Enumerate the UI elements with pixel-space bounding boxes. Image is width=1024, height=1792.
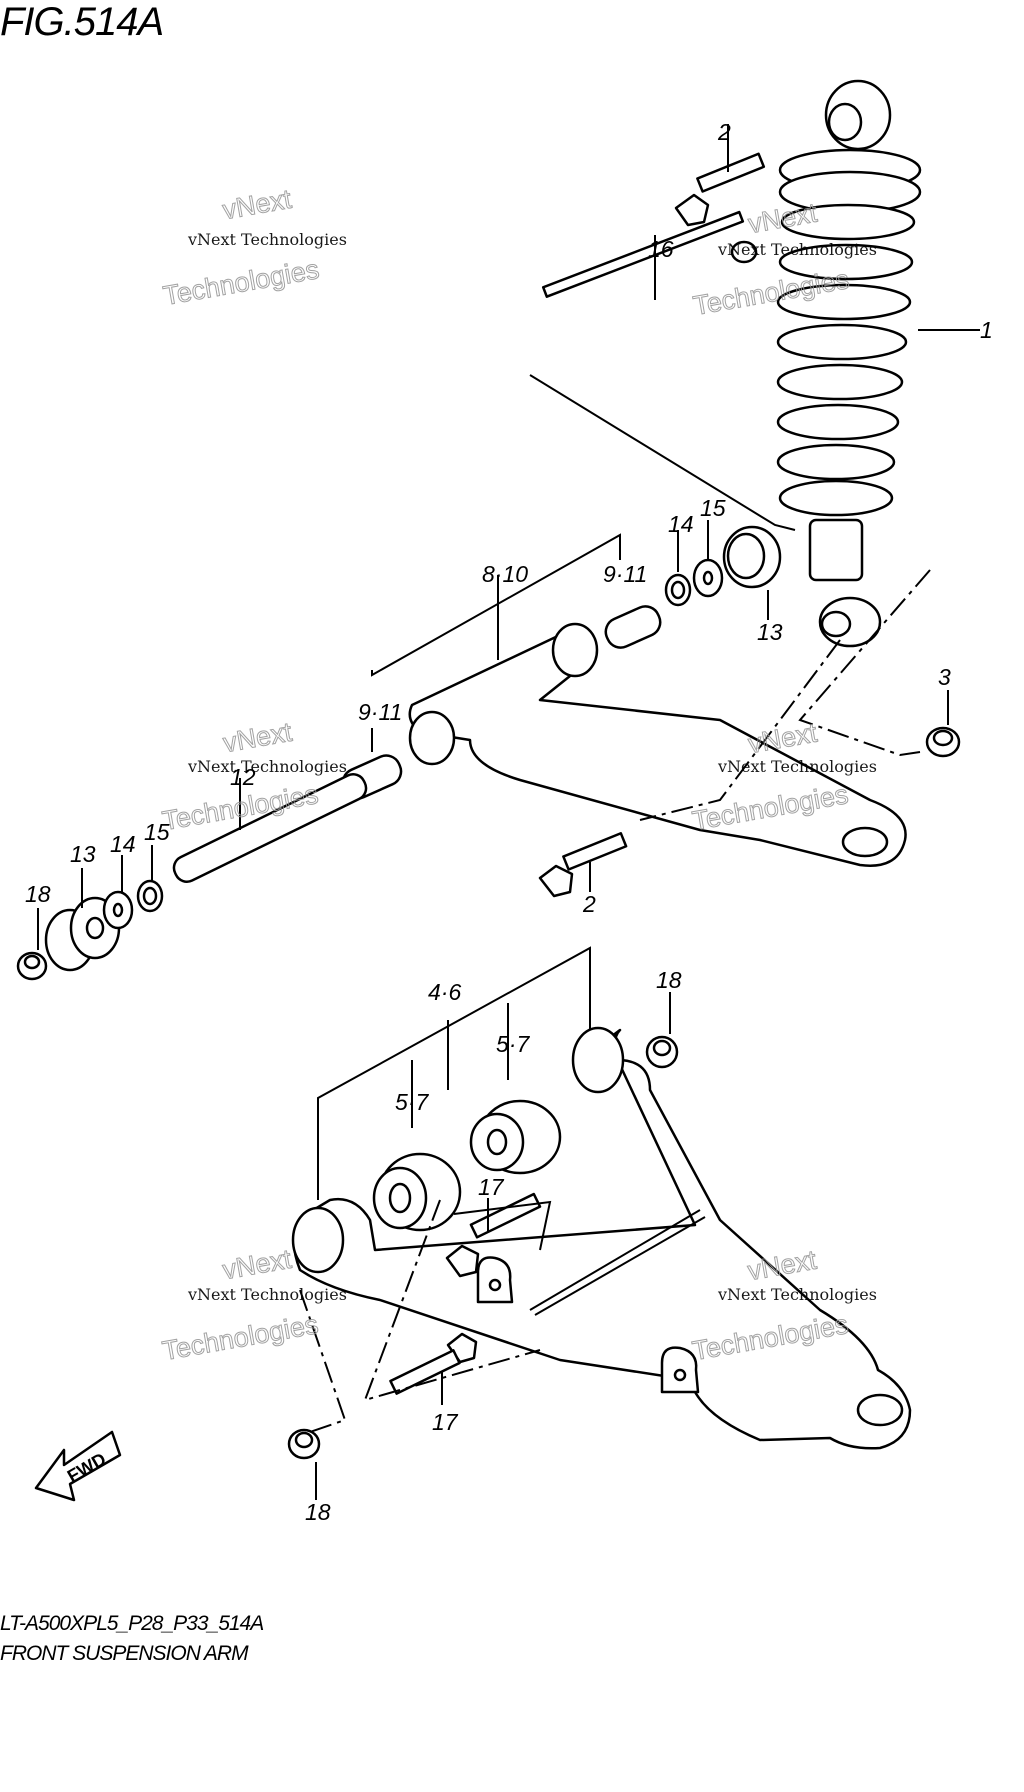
shock-absorber[interactable] bbox=[776, 79, 922, 648]
svg-text:vNext Technologies: vNext Technologies bbox=[187, 230, 347, 249]
callout-1: 1 bbox=[980, 317, 993, 343]
svg-text:vNext: vNext bbox=[745, 1245, 819, 1287]
upper-suspension-arm[interactable] bbox=[408, 622, 907, 867]
washer-part-14-left[interactable] bbox=[102, 890, 134, 930]
bushing-part-5-left[interactable] bbox=[372, 1152, 462, 1232]
lower-suspension-arm[interactable] bbox=[291, 1026, 912, 1450]
figure-title: FIG.514A bbox=[0, 0, 164, 44]
callout-9-11-right: 9·11 bbox=[603, 561, 647, 587]
nut-part-3[interactable] bbox=[925, 726, 961, 758]
callout-5-7-right: 5·7 bbox=[496, 1031, 530, 1057]
svg-text:vNext Technologies: vNext Technologies bbox=[717, 240, 877, 259]
svg-text:vNext Technologies: vNext Technologies bbox=[717, 757, 877, 776]
nut-part-18-lower[interactable] bbox=[287, 1428, 321, 1460]
mount-tab-right bbox=[660, 1346, 700, 1394]
svg-text:vNext: vNext bbox=[220, 1244, 294, 1286]
svg-text:vNext: vNext bbox=[746, 718, 820, 760]
mount-tab-left bbox=[476, 1256, 514, 1304]
callout-18-upper-left: 18 bbox=[25, 881, 51, 907]
shaft-part-12[interactable] bbox=[170, 770, 370, 885]
nut-part-18-left[interactable] bbox=[16, 951, 48, 981]
callout-18-right: 18 bbox=[656, 967, 682, 993]
washer-part-14-right[interactable] bbox=[692, 558, 724, 598]
callout-17-lower: 17 bbox=[432, 1409, 459, 1435]
callout-2-bottom: 2 bbox=[582, 891, 596, 917]
bolt-part-16[interactable] bbox=[541, 210, 758, 298]
callout-9-11-left: 9·11 bbox=[358, 699, 402, 725]
callout-13-right: 13 bbox=[757, 619, 783, 645]
callout-13-left: 13 bbox=[70, 841, 96, 867]
figure-description: FRONT SUSPENSION ARM bbox=[0, 1642, 249, 1665]
callout-5-7-left: 5·7 bbox=[395, 1089, 429, 1115]
collar-part-15-right[interactable] bbox=[664, 573, 692, 607]
bushing-part-5-right[interactable] bbox=[469, 1099, 562, 1175]
callout-14-right: 15 bbox=[700, 495, 726, 521]
callout-4-6: 4·6 bbox=[428, 979, 461, 1005]
bushing-part-13-right[interactable] bbox=[722, 525, 782, 589]
callout-16: 16 bbox=[648, 236, 674, 262]
svg-text:vNext Technologies: vNext Technologies bbox=[717, 1285, 877, 1304]
callout-17-upper: 17 bbox=[478, 1174, 505, 1200]
callout-14-left: 14 bbox=[110, 831, 136, 857]
callout-12: 12 bbox=[230, 764, 256, 790]
nut-part-18-right[interactable] bbox=[645, 1035, 679, 1069]
svg-text:vNext Technologies: vNext Technologies bbox=[187, 757, 347, 776]
callout-15-left: 15 bbox=[144, 819, 170, 845]
svg-text:Technologies: Technologies bbox=[160, 1309, 320, 1366]
bolt-part-17-lower[interactable] bbox=[389, 1332, 478, 1395]
svg-text:vNext: vNext bbox=[221, 717, 295, 759]
svg-text:vNext Technologies: vNext Technologies bbox=[187, 1285, 347, 1304]
fwd-arrow-icon: FWD bbox=[34, 1430, 122, 1502]
callout-15-right: 14 bbox=[668, 511, 694, 537]
callout-8-10: 8·10 bbox=[482, 561, 528, 587]
sleeve-part-9-right[interactable] bbox=[601, 602, 664, 652]
svg-text:vNext: vNext bbox=[220, 184, 294, 226]
svg-text:Technologies: Technologies bbox=[161, 254, 321, 311]
coil-spring bbox=[776, 203, 916, 517]
watermark-upper-left: vNext Technologies vNext Technologies bbox=[160, 183, 347, 311]
callout-3: 3 bbox=[938, 664, 951, 690]
collar-part-15-left[interactable] bbox=[136, 879, 164, 913]
callout-2-top: 2 bbox=[717, 119, 731, 145]
bolt-part-2-bottom[interactable] bbox=[538, 832, 628, 898]
model-code: LT-A500XPL5_P28_P33_514A bbox=[0, 1612, 264, 1635]
callout-18-lower: 18 bbox=[305, 1499, 331, 1525]
